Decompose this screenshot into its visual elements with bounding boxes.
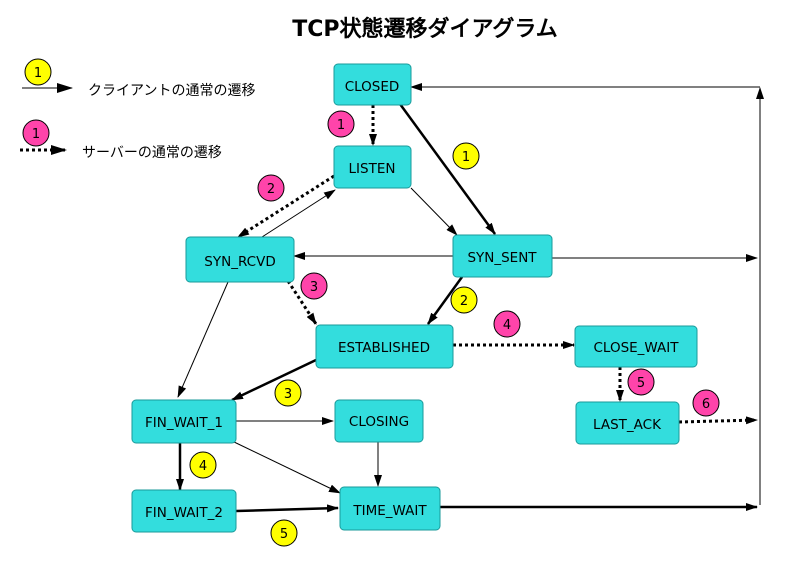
syn-rcvd-to-established-arrow xyxy=(286,280,318,325)
server-step-badge-1: 1 xyxy=(327,110,355,138)
state-last-ack[interactable]: LAST_ACK xyxy=(575,401,680,445)
state-close-wait-label: CLOSE_WAIT xyxy=(593,340,679,356)
server-step-badge-5: 5 xyxy=(627,368,655,396)
state-listen[interactable]: LISTEN xyxy=(333,145,412,189)
server-step-badges: 1 2 3 4 5 6 xyxy=(257,110,720,417)
listen-to-syn-sent-arrow xyxy=(410,187,458,236)
syn-sent-to-established-arrow xyxy=(426,276,464,325)
svg-text:3: 3 xyxy=(310,280,318,295)
legend: 1 クライアントの通常の遷移 1 サーバーの通常の遷移 xyxy=(20,58,255,161)
legend-client: 1 クライアントの通常の遷移 xyxy=(22,58,255,99)
client-step-badge-4: 4 xyxy=(189,451,217,479)
state-time-wait[interactable]: TIME_WAIT xyxy=(339,486,441,531)
diagram-title: TCP状態遷移ダイアグラム xyxy=(292,16,558,42)
state-last-ack-label: LAST_ACK xyxy=(593,417,662,433)
state-closed-label: CLOSED xyxy=(345,79,400,95)
svg-text:4: 4 xyxy=(199,459,207,474)
legend-server-badge xyxy=(22,119,50,147)
fin-wait-2-to-time-wait-arrow xyxy=(235,504,339,513)
svg-text:3: 3 xyxy=(284,387,292,402)
client-step-badge-1: 1 xyxy=(452,142,480,170)
state-fin-wait-2-label: FIN_WAIT_2 xyxy=(145,505,223,521)
states: CLOSED LISTEN SYN_RCVD SYN_SENT ESTABLIS… xyxy=(131,63,698,533)
closed-to-syn-sent-arrow xyxy=(398,103,497,235)
svg-text:5: 5 xyxy=(637,376,645,391)
svg-text:5: 5 xyxy=(280,527,288,542)
last-ack-to-closed-arrow xyxy=(678,416,758,425)
established-to-fin-wait-1-arrow xyxy=(231,358,317,402)
svg-text:6: 6 xyxy=(702,397,710,412)
state-closing[interactable]: CLOSING xyxy=(334,399,424,443)
syn-rcvd-to-listen-arrow xyxy=(261,189,336,238)
server-step-badge-2: 2 xyxy=(257,174,285,202)
state-fin-wait-1[interactable]: FIN_WAIT_1 xyxy=(131,399,237,444)
transitions xyxy=(176,103,758,513)
client-step-badge-3: 3 xyxy=(274,379,302,407)
legend-server: 1 サーバーの通常の遷移 xyxy=(20,119,222,161)
legend-server-label: サーバーの通常の遷移 xyxy=(82,145,222,161)
legend-client-label: クライアントの通常の遷移 xyxy=(88,83,255,99)
server-step-badge-6: 6 xyxy=(692,389,720,417)
return-bus xyxy=(410,83,764,505)
client-step-badge-5: 5 xyxy=(270,519,298,547)
state-syn-sent[interactable]: SYN_SENT xyxy=(452,234,553,278)
svg-text:2: 2 xyxy=(267,182,275,197)
state-closed[interactable]: CLOSED xyxy=(333,63,412,106)
fin-wait-1-to-time-wait-arrow xyxy=(231,440,341,494)
state-syn-rcvd-label: SYN_RCVD xyxy=(204,254,275,270)
state-listen-label: LISTEN xyxy=(349,161,396,177)
syn-rcvd-to-fin-wait-1-arrow xyxy=(177,281,229,398)
server-step-badge-3: 3 xyxy=(300,272,328,300)
state-time-wait-label: TIME_WAIT xyxy=(352,503,427,519)
server-step-badge-4: 4 xyxy=(493,310,521,338)
state-syn-sent-label: SYN_SENT xyxy=(467,250,537,266)
state-closing-label: CLOSING xyxy=(349,414,409,430)
svg-text:1: 1 xyxy=(337,118,345,133)
state-established-label: ESTABLISHED xyxy=(338,340,430,356)
svg-text:4: 4 xyxy=(503,318,511,333)
legend-client-badge-number: 1 xyxy=(34,66,42,81)
svg-text:1: 1 xyxy=(462,150,470,165)
svg-text:2: 2 xyxy=(460,294,468,309)
client-step-badge-2: 2 xyxy=(450,286,478,314)
state-fin-wait-1-label: FIN_WAIT_1 xyxy=(145,415,223,431)
state-close-wait[interactable]: CLOSE_WAIT xyxy=(574,325,698,368)
legend-client-badge xyxy=(24,58,52,86)
state-syn-rcvd[interactable]: SYN_RCVD xyxy=(185,236,295,283)
client-step-badges: 1 2 3 4 5 xyxy=(189,142,480,547)
legend-server-badge-number: 1 xyxy=(32,127,40,142)
state-established[interactable]: ESTABLISHED xyxy=(315,324,454,369)
state-fin-wait-2[interactable]: FIN_WAIT_2 xyxy=(131,489,237,533)
listen-to-syn-rcvd-arrow xyxy=(237,174,335,239)
